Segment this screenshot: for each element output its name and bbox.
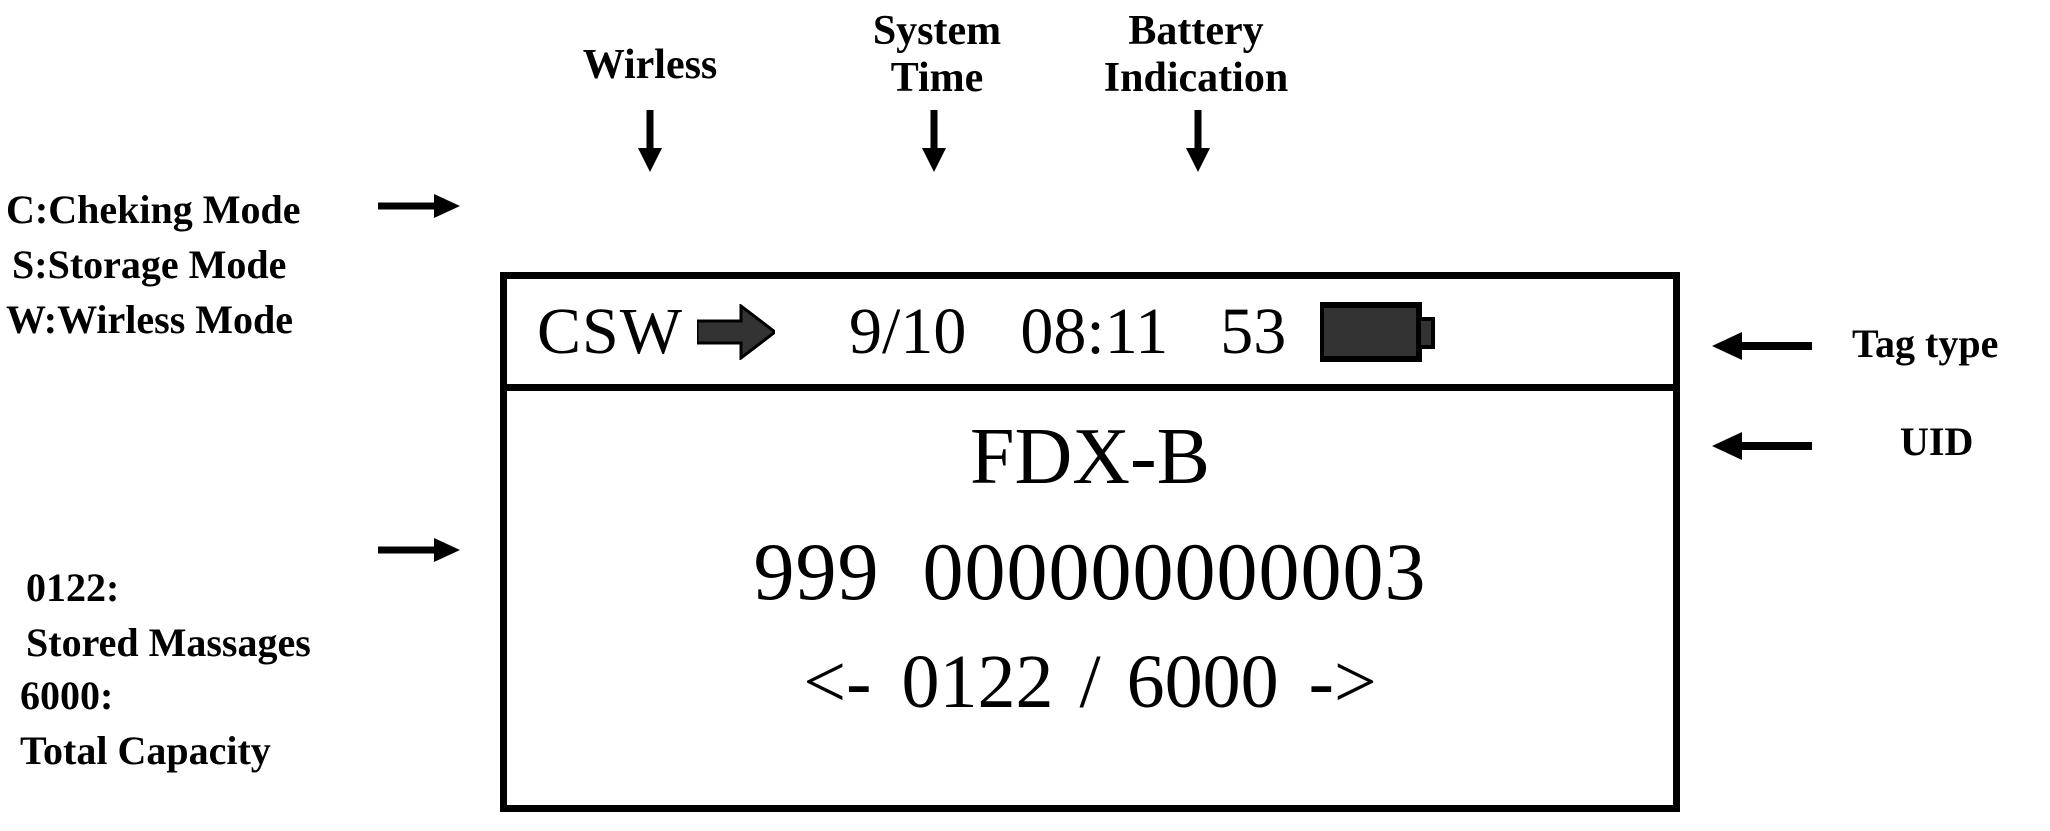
battery-annotation-line1: Battery (1128, 8, 1264, 54)
previous-record-button[interactable]: <- (803, 640, 872, 724)
battery-annotation-label: Battery Indication (1096, 8, 1296, 102)
uid-serial: 000000000003 (922, 526, 1427, 617)
stored-messages-caption: Stored Massages (26, 620, 311, 666)
system-time-annotation-label: System Time (862, 8, 1012, 102)
uid-pointer-arrow-icon (1712, 432, 1812, 460)
mode-indicator: CSW (537, 294, 684, 368)
battery-annotation-line2: Indication (1103, 55, 1289, 102)
uid-value: 999 000000000003 (507, 531, 1673, 613)
tag-type-annotation-text: Tag type (1852, 321, 1999, 366)
total-capacity-annotation: 6000: Total Capacity (20, 668, 440, 778)
system-time-pointer-arrow-icon (922, 110, 946, 172)
mode-legend-pointer-arrow-icon (378, 194, 460, 218)
mode-legend-line-wireless: W:Wirless Mode (6, 297, 294, 343)
wireless-annotation-text: Wirless (582, 42, 718, 88)
battery-full-icon (1320, 301, 1436, 363)
record-separator: / (1079, 640, 1101, 724)
next-record-button[interactable]: -> (1308, 640, 1377, 724)
total-capacity-caption: Total Capacity (20, 728, 271, 774)
system-time: 08:11 (1020, 294, 1169, 368)
mode-legend-annotation: C:Cheking Mode S:Storage Mode W:Wirless … (6, 182, 426, 348)
system-date: 9/10 (849, 294, 967, 368)
mode-legend-line-storage: S:Storage Mode (12, 242, 287, 288)
current-record-index: 0122 (901, 640, 1054, 724)
uid-country-code: 999 (753, 526, 880, 617)
status-bar: CSW 9/10 08:11 53 (507, 279, 1673, 391)
record-navigation-row: <-0122/6000-> (507, 644, 1673, 720)
uid-annotation-text: UID (1900, 419, 1974, 464)
battery-percent: 53 (1220, 294, 1287, 368)
total-capacity-value: 6000: (20, 673, 114, 718)
stored-messages-value: 0122: (26, 565, 120, 610)
system-time-annotation-line1: System (872, 8, 1002, 54)
capacity-pointer-arrow-icon (378, 538, 460, 562)
screen-body: FDX-B 999 000000000003 <-0122/6000-> (507, 391, 1673, 805)
wireless-pointer-arrow-icon (638, 110, 662, 172)
total-record-count: 6000 (1126, 640, 1279, 724)
device-display-frame: CSW 9/10 08:11 53 FDX-B 999 000000000003… (500, 272, 1680, 812)
wireless-annotation-label: Wirless (580, 42, 720, 89)
system-time-annotation-line2: Time (890, 55, 984, 102)
tag-type-value: FDX-B (969, 413, 1211, 501)
tag-type-pointer-arrow-icon (1712, 332, 1812, 360)
tag-type-annotation-label: Tag type (1852, 321, 1999, 367)
mode-legend-line-checking: C:Cheking Mode (6, 187, 301, 232)
wireless-arrow-icon (697, 303, 776, 360)
stored-messages-annotation: 0122: Stored Massages (26, 560, 446, 670)
battery-pointer-arrow-icon (1186, 110, 1210, 172)
uid-annotation-label: UID (1900, 419, 1974, 465)
